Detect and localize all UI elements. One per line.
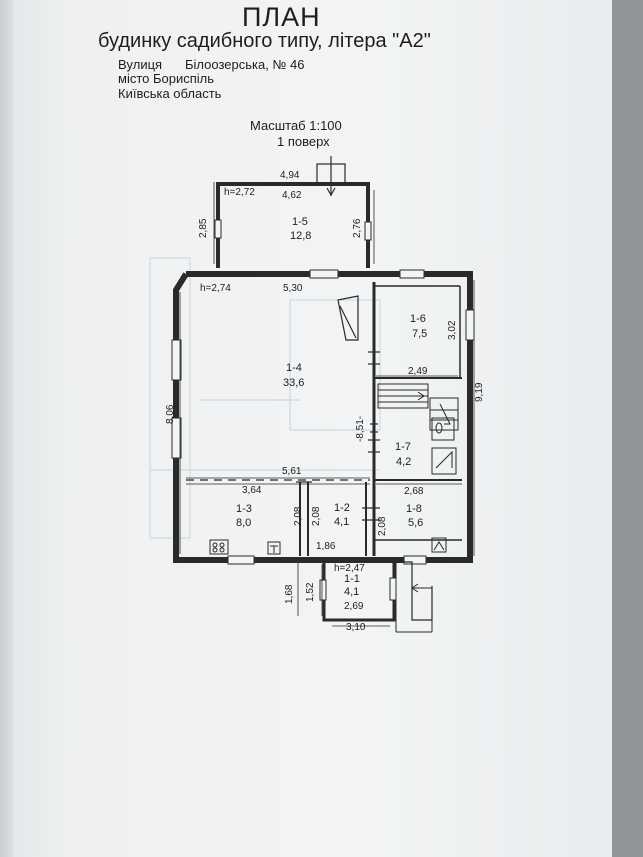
door-openings bbox=[296, 351, 380, 521]
street-label: Вулиця bbox=[118, 57, 163, 72]
floor-label: 1 поверх bbox=[277, 134, 330, 149]
stove-symbol bbox=[337, 295, 359, 341]
room-1-1-area: 4,1 bbox=[344, 586, 360, 598]
room-1-4-id: 1-4 bbox=[286, 362, 302, 374]
street-value: Білоозерська, № 46 bbox=[185, 57, 305, 72]
dim-5-30: 5,30 bbox=[283, 283, 303, 294]
sanitary-fixtures bbox=[431, 417, 457, 475]
dim-2-08-a: 2,08 bbox=[293, 506, 304, 526]
room-1-8-area: 5,6 bbox=[408, 517, 424, 529]
boiler-icon bbox=[431, 537, 447, 553]
dim-3-10: 3,10 bbox=[346, 622, 366, 633]
dim-1-52: 1,52 bbox=[305, 582, 316, 602]
region-value: Київська область bbox=[118, 86, 222, 101]
dim-2-08-c: 2,08 bbox=[377, 516, 388, 536]
plan-title: ПЛАН bbox=[242, 2, 321, 32]
room-1-6-id: 1-6 bbox=[410, 313, 426, 325]
floor-plan-drawing bbox=[149, 156, 475, 633]
dim-9-19: 9,19 bbox=[474, 382, 485, 402]
room-1-4-area: 33,6 bbox=[283, 377, 305, 389]
room-1-1-id: 1-1 bbox=[344, 573, 360, 585]
room-1-8-id: 1-8 bbox=[406, 503, 422, 515]
dim-2-08-b: 2,08 bbox=[311, 506, 322, 526]
dim-8-06: 8,06 bbox=[165, 404, 176, 424]
windows bbox=[171, 269, 475, 565]
staircase bbox=[377, 383, 459, 431]
room-1-7-area: 4,2 bbox=[396, 456, 412, 468]
dim-2-85: 2,85 bbox=[198, 218, 209, 238]
dim-2-76: 2,76 bbox=[352, 218, 363, 238]
bleed-through-lines bbox=[149, 257, 381, 539]
scale-label: Масштаб 1:100 bbox=[250, 118, 342, 133]
kitchen-stove-icon bbox=[209, 539, 281, 555]
room-1-7-id: 1-7 bbox=[395, 441, 411, 453]
room-1-5-id: 1-5 bbox=[292, 216, 308, 228]
room-1-3-id: 1-3 bbox=[236, 503, 252, 515]
dim-h-2-72: h=2,72 bbox=[224, 187, 255, 198]
dim-2-68: 2,68 bbox=[404, 486, 424, 497]
dim-3-64: 3,64 bbox=[242, 485, 262, 496]
dim-h-2-47: h=2,47 bbox=[334, 563, 365, 574]
room-1-5-area: 12,8 bbox=[290, 230, 312, 242]
dim-8-51: -8,51- bbox=[355, 415, 366, 442]
room-1-1-walls bbox=[319, 560, 433, 633]
room-1-6-area: 7,5 bbox=[412, 328, 428, 340]
dim-2-49: 2,49 bbox=[408, 366, 428, 377]
room-1-3-area: 8,0 bbox=[236, 517, 252, 529]
dim-4-94: 4,94 bbox=[280, 170, 300, 181]
dim-h-2-74: h=2,74 bbox=[200, 283, 231, 294]
dim-4-62: 4,62 bbox=[282, 190, 302, 201]
city-value: місто Бориспіль bbox=[118, 71, 215, 86]
interior-walls bbox=[186, 282, 462, 556]
dim-1-68: 1,68 bbox=[284, 584, 295, 604]
paper-sheet bbox=[0, 0, 612, 857]
dim-3-02: 3,02 bbox=[447, 320, 458, 340]
dim-5-61: 5,61 bbox=[282, 466, 302, 477]
dim-1-86: 1,86 bbox=[316, 541, 336, 552]
room-1-5-walls bbox=[214, 182, 372, 268]
top-entrance-marker bbox=[316, 156, 346, 197]
page-fold-shadow bbox=[0, 0, 14, 857]
room-1-2-id: 1-2 bbox=[334, 502, 350, 514]
room-1-2-area: 4,1 bbox=[334, 516, 350, 528]
dim-2-69: 2,69 bbox=[344, 601, 364, 612]
dimension-lines bbox=[179, 182, 475, 627]
plan-subtitle: будинку садибного типу, літера "А2" bbox=[98, 30, 431, 52]
